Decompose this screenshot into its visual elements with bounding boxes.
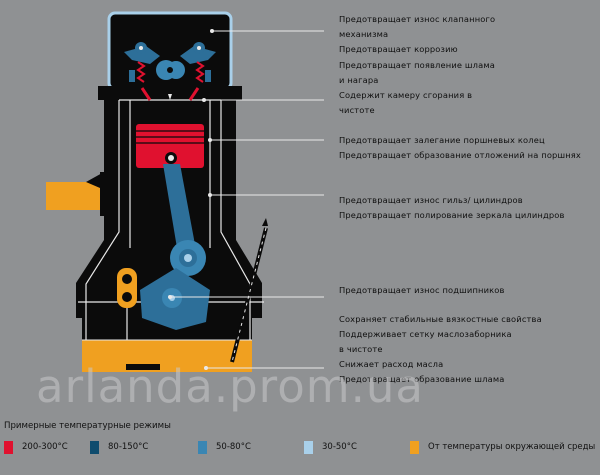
legend-swatch bbox=[198, 440, 207, 454]
annotation-corrosion: Предотвращает коррозию bbox=[339, 44, 458, 54]
legend-item-200-300: 200-300°C bbox=[4, 440, 68, 454]
legend-label: От температуры окружающей среды bbox=[428, 442, 596, 452]
connecting-rod bbox=[163, 164, 206, 276]
annotation-screen-2: в чистоте bbox=[339, 344, 383, 354]
combustion-chamber bbox=[140, 87, 200, 101]
annotation-ring-sticking: Предотвращает залегание поршневых колец bbox=[339, 135, 545, 145]
crankshaft bbox=[140, 268, 210, 330]
legend-label: 30-50°C bbox=[322, 442, 357, 452]
watermark: arlanda.prom.ua bbox=[36, 360, 424, 413]
annotation-sludge-2: и нагара bbox=[339, 75, 379, 85]
annotation-piston-deposits: Предотвращает образование отложений на п… bbox=[339, 150, 581, 160]
legend-swatch bbox=[410, 440, 419, 454]
legend-label: 50-80°C bbox=[216, 442, 251, 452]
annotation-viscosity: Сохраняет стабильные вязкостные свойства bbox=[339, 314, 542, 324]
legend-item-ambient: От температуры окружающей среды bbox=[410, 440, 595, 454]
annotation-chamber-2: чистоте bbox=[339, 105, 375, 115]
legend: 200-300°C 80-150°C 50-80°C 30-50°C От те… bbox=[0, 440, 600, 454]
piston bbox=[136, 124, 204, 168]
legend-swatch bbox=[90, 440, 99, 454]
annotation-oil-consumption: Снижает расход масла bbox=[339, 359, 444, 369]
legend-title: Примерные температурные режимы bbox=[4, 421, 171, 431]
oil-sump bbox=[82, 340, 252, 372]
legend-swatch bbox=[304, 440, 313, 454]
annotation-liner-wear: Предотвращает износ гильз/ цилиндров bbox=[339, 195, 523, 205]
annotation-sludge-formation: Предотвращает образование шлама bbox=[339, 374, 505, 384]
annotation-sludge: Предотвращает появление шлама bbox=[339, 60, 495, 70]
legend-item-50-80: 50-80°C bbox=[198, 440, 251, 454]
leader-lines bbox=[170, 30, 324, 369]
oil-pump bbox=[117, 268, 137, 308]
annotation-chamber: Содержит камеру сгорания в bbox=[339, 90, 473, 100]
legend-label: 80-150°C bbox=[108, 442, 149, 452]
annotation-screen: Поддерживает сетку маслозаборника bbox=[339, 329, 512, 339]
annotation-valve-wear: Предотвращает износ клапанного bbox=[339, 14, 496, 24]
oil-filler bbox=[46, 172, 106, 216]
annotation-valve-wear-2: механизма bbox=[339, 29, 389, 39]
valve-cover bbox=[107, 11, 233, 91]
annotation-bearing-wear: Предотвращает износ подшипников bbox=[339, 285, 505, 295]
legend-item-30-50: 30-50°C bbox=[304, 440, 357, 454]
legend-label: 200-300°C bbox=[22, 442, 68, 452]
annotation-bore-polishing: Предотвращает полирование зеркала цилинд… bbox=[339, 210, 565, 220]
dipstick bbox=[230, 218, 268, 363]
legend-item-80-150: 80-150°C bbox=[90, 440, 148, 454]
legend-swatch bbox=[4, 440, 13, 454]
